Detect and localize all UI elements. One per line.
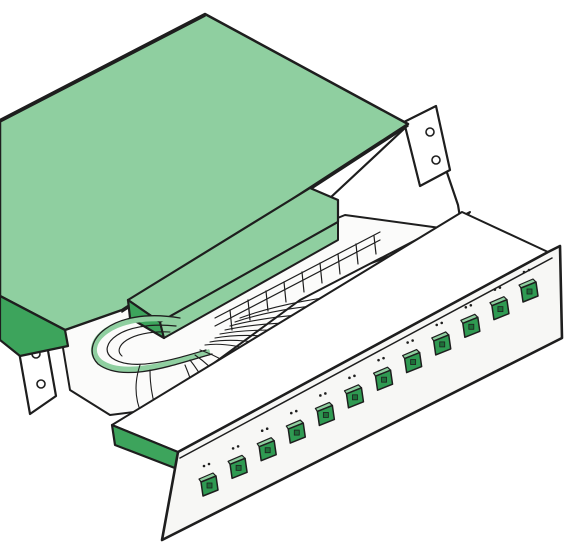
sc-port-opening [322,412,329,418]
port-label-mark [265,427,269,431]
sc-port-7 [372,356,394,391]
left-ear-hole-bottom [36,379,46,389]
sc-port-1 [198,462,219,497]
sc-port-4 [285,409,307,444]
port-label-mark [440,321,444,325]
sc-port-opening [468,323,475,330]
sc-port-row [198,268,539,497]
sc-port-opening [206,482,213,489]
port-label-mark [231,447,235,450]
port-label-mark [260,429,264,433]
right-ear-hole-top [425,127,435,137]
port-label-mark [202,464,206,468]
sc-port-10 [460,303,481,339]
port-label-mark [319,394,322,397]
port-label-mark [469,303,473,307]
port-label-mark [207,462,211,466]
port-label-mark [406,341,409,344]
sc-port-opening [497,306,504,313]
sc-port-9 [431,321,452,356]
port-label-mark [522,270,526,274]
adapter-comb [214,231,381,331]
port-label-mark [464,305,468,309]
port-label-mark [382,356,385,360]
sc-port-12 [518,268,539,303]
sc-port-opening [293,429,300,436]
sc-port-opening [352,394,358,401]
sc-port-3 [256,427,277,462]
sc-port-opening [410,359,417,365]
port-label-mark [324,392,327,395]
port-label-mark [411,339,414,342]
right-mounting-ear [402,104,452,188]
right-ear-hole-bottom [431,155,441,165]
port-label-mark [493,288,497,291]
port-label-mark [527,268,531,272]
panel-faceplate-edge [179,257,553,459]
port-label-mark [289,411,293,415]
port-label-mark [377,358,380,362]
sc-port-2 [227,445,248,480]
sc-port-opening [439,341,446,348]
port-label-mark [348,376,351,380]
port-label-mark [435,323,439,327]
sc-port-5 [314,392,336,427]
sc-port-opening [235,464,242,471]
port-label-mark [294,409,298,413]
cassette-side [159,221,339,339]
port-label-mark [353,374,356,378]
sc-port-8 [402,339,423,374]
sc-port-6 [343,374,365,409]
sc-port-opening [381,376,387,383]
port-label-mark [236,445,240,448]
lid-top [0,12,410,332]
fiber-coil [91,315,213,374]
sc-port-11 [489,286,510,321]
sc-port-opening [526,288,533,295]
lid-front-edge [0,294,70,358]
sc-port-opening [264,447,271,454]
port-label-mark [498,286,502,289]
